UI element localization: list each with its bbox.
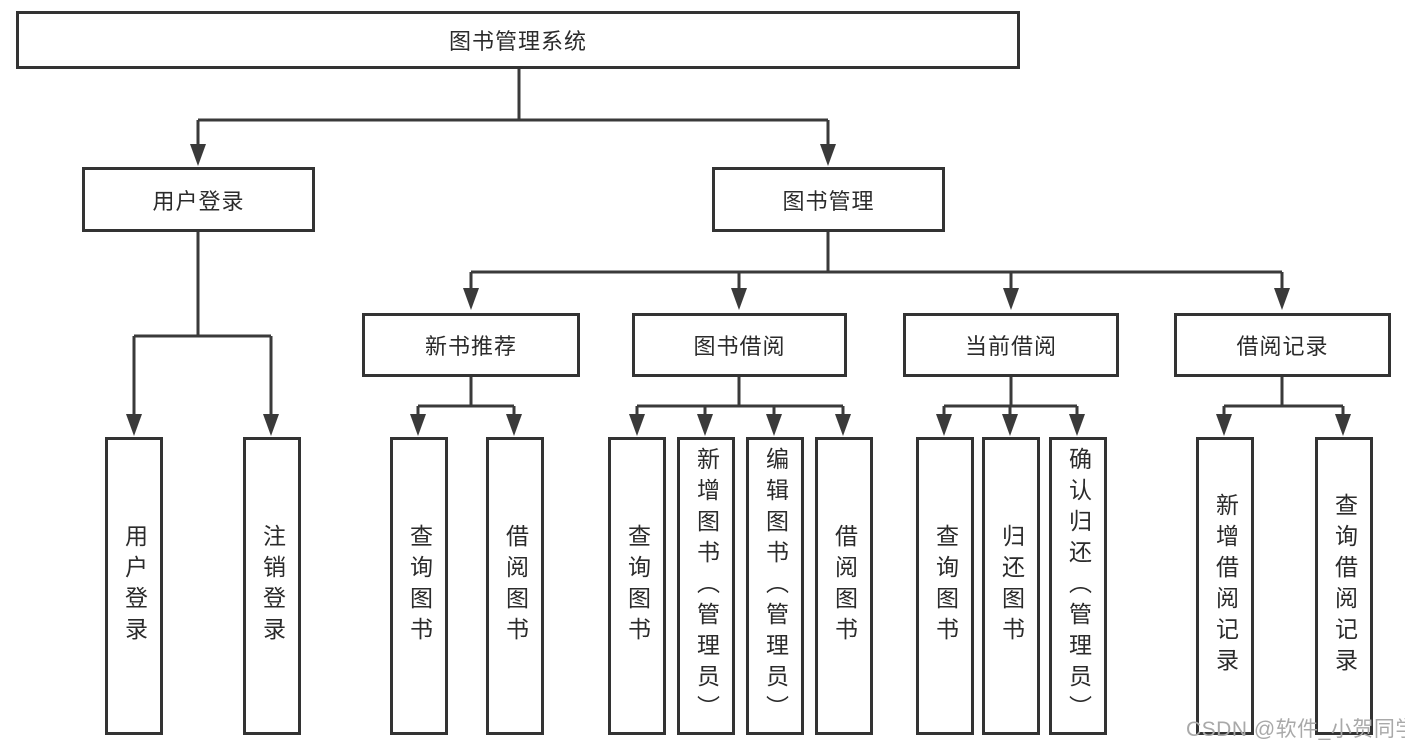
leaf-bb-edit-book-admin: 编辑图书（管理员） — [746, 437, 804, 735]
leaf-logout: 注销登录 — [243, 437, 301, 735]
leaf-nbr-query-book: 查询图书 — [390, 437, 448, 735]
connector-book-mgmt-children — [463, 232, 1290, 310]
leaf-user-login-label: 用户登录 — [121, 524, 148, 648]
leaf-bb-edit-book-admin-label: 编辑图书（管理员） — [762, 446, 789, 726]
node-book-borrow-label: 图书借阅 — [693, 334, 786, 359]
leaf-cb-query-book-label: 查询图书 — [932, 524, 959, 648]
leaf-cb-return-book: 归还图书 — [982, 437, 1040, 735]
leaf-logout-label: 注销登录 — [259, 524, 286, 648]
leaf-cb-confirm-return-admin: 确认归还（管理员） — [1049, 437, 1107, 735]
node-user-login: 用户登录 — [82, 167, 315, 232]
csdn-watermark: CSDN @软件_小贺同学 — [1186, 718, 1405, 741]
node-new-book-recommend: 新书推荐 — [362, 313, 580, 377]
node-library-system-label: 图书管理系统 — [448, 29, 587, 54]
connector-book-borrow-children — [629, 377, 851, 436]
connector-root-to-level1 — [190, 69, 836, 166]
leaf-br-query-record-label: 查询借阅记录 — [1331, 493, 1358, 679]
leaf-bb-query-book: 查询图书 — [608, 437, 666, 735]
node-user-login-label: 用户登录 — [152, 188, 245, 214]
node-book-management: 图书管理 — [712, 167, 945, 232]
leaf-bb-borrow-book-label: 借阅图书 — [831, 524, 858, 648]
connector-new-book-children — [410, 377, 522, 436]
node-library-system: 图书管理系统 — [16, 11, 1020, 69]
connector-user-login-children — [126, 232, 279, 436]
node-new-book-recommend-label: 新书推荐 — [424, 334, 517, 359]
node-borrow-record: 借阅记录 — [1174, 313, 1391, 377]
node-book-management-label: 图书管理 — [782, 188, 875, 214]
leaf-user-login: 用户登录 — [105, 437, 163, 735]
node-book-borrow: 图书借阅 — [632, 313, 847, 377]
node-borrow-record-label: 借阅记录 — [1236, 334, 1329, 359]
leaf-cb-return-book-label: 归还图书 — [998, 524, 1025, 648]
leaf-bb-borrow-book: 借阅图书 — [815, 437, 873, 735]
leaf-cb-query-book: 查询图书 — [916, 437, 974, 735]
connector-current-borrow-children — [936, 377, 1085, 436]
node-current-borrow: 当前借阅 — [903, 313, 1119, 377]
leaf-bb-add-book-admin: 新增图书（管理员） — [677, 437, 735, 735]
leaf-nbr-borrow-book-label: 借阅图书 — [502, 524, 529, 648]
leaf-br-query-record: 查询借阅记录 — [1315, 437, 1373, 735]
leaf-bb-add-book-admin-label: 新增图书（管理员） — [693, 446, 720, 726]
connector-borrow-record-children — [1216, 377, 1351, 436]
leaf-br-add-record-label: 新增借阅记录 — [1212, 493, 1239, 679]
leaf-bb-query-book-label: 查询图书 — [624, 524, 651, 648]
leaf-cb-confirm-return-admin-label: 确认归还（管理员） — [1065, 446, 1092, 726]
leaf-nbr-query-book-label: 查询图书 — [406, 524, 433, 648]
leaf-br-add-record: 新增借阅记录 — [1196, 437, 1254, 735]
node-current-borrow-label: 当前借阅 — [964, 334, 1057, 359]
leaf-nbr-borrow-book: 借阅图书 — [486, 437, 544, 735]
